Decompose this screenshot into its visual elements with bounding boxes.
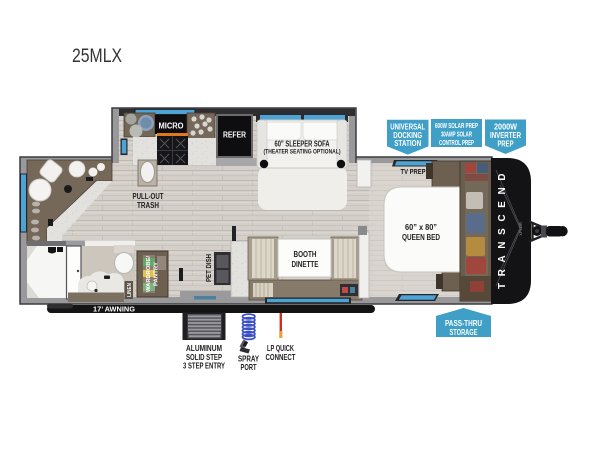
svg-text:PREP: PREP <box>498 140 514 149</box>
svg-text:UNIVERSAL: UNIVERSAL <box>390 123 425 132</box>
svg-text:PORT: PORT <box>241 362 258 372</box>
svg-text:STATION: STATION <box>394 139 421 148</box>
svg-text:17’ AWNING: 17’ AWNING <box>93 305 135 314</box>
svg-text:WARDROBE/: WARDROBE/ <box>146 256 152 292</box>
svg-text:BOOTH: BOOTH <box>294 249 317 259</box>
svg-text:60” SLEEPER SOFA: 60” SLEEPER SOFA <box>275 139 330 149</box>
svg-text:REFER: REFER <box>223 131 246 140</box>
svg-text:TV PREP: TV PREP <box>401 167 426 176</box>
svg-text:LP QUICK: LP QUICK <box>267 343 294 353</box>
svg-text:(THEATER SEATING OPTIONAL): (THEATER SEATING OPTIONAL) <box>264 149 341 156</box>
svg-text:PANTRY: PANTRY <box>154 262 160 286</box>
svg-text:PULL-OUT: PULL-OUT <box>133 192 164 201</box>
svg-text:QUEEN BED: QUEEN BED <box>402 232 440 242</box>
svg-text:XPLOR: XPLOR <box>518 222 523 236</box>
svg-text:DINETTE: DINETTE <box>292 259 319 269</box>
svg-text:PASS-THRU: PASS-THRU <box>445 319 482 328</box>
svg-text:SOLID STEP: SOLID STEP <box>186 352 222 362</box>
svg-text:LINEN: LINEN <box>127 283 133 297</box>
svg-text:DOCKING: DOCKING <box>393 131 422 140</box>
svg-text:PET DISH: PET DISH <box>204 254 213 282</box>
svg-text:SPRAY: SPRAY <box>238 354 259 364</box>
svg-text:STORAGE: STORAGE <box>450 328 478 337</box>
svg-text:CONTROL PREP: CONTROL PREP <box>439 140 474 147</box>
svg-text:30AMP SOLAR: 30AMP SOLAR <box>441 132 472 139</box>
svg-text:3 STEP ENTRY: 3 STEP ENTRY <box>183 360 225 370</box>
svg-text:CONNECT: CONNECT <box>266 352 297 362</box>
svg-text:TRASH: TRASH <box>137 201 159 210</box>
svg-text:ALUMINUM: ALUMINUM <box>186 343 222 353</box>
svg-text:60” x 80”: 60” x 80” <box>405 222 437 232</box>
svg-text:600W SOLAR PREP: 600W SOLAR PREP <box>435 123 478 130</box>
svg-text:INVERTER: INVERTER <box>490 131 521 140</box>
svg-text:25MLX: 25MLX <box>72 46 122 67</box>
svg-text:TRANSCEND: TRANSCEND <box>497 171 508 289</box>
svg-text:MICRO: MICRO <box>159 122 184 131</box>
svg-text:2000W: 2000W <box>494 123 517 132</box>
